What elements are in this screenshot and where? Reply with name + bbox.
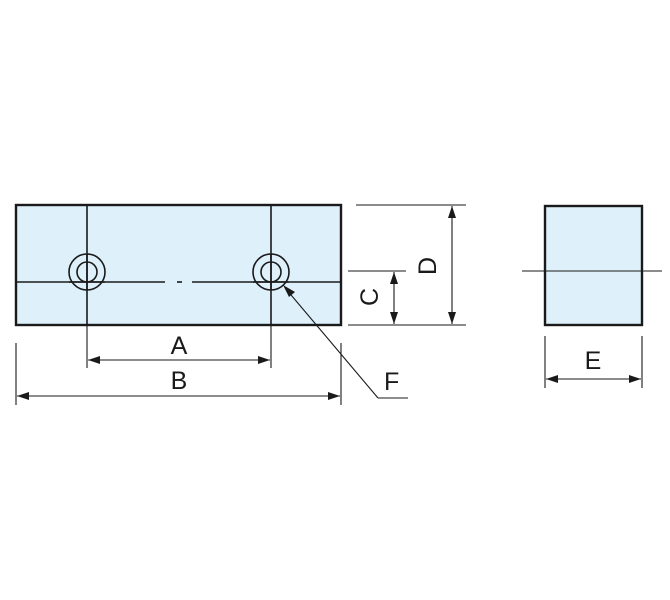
dimension-b: B <box>15 343 342 405</box>
front-view-body <box>14 203 343 327</box>
left-hole <box>68 253 106 291</box>
label-a: A <box>171 332 188 360</box>
label-b: B <box>171 367 188 395</box>
dimension-a: A <box>86 325 272 368</box>
side-view <box>522 204 662 327</box>
dimension-c: C <box>348 270 466 326</box>
label-c: C <box>356 288 384 306</box>
label-d: D <box>414 257 442 275</box>
label-e: E <box>585 347 602 375</box>
front-view <box>14 203 343 327</box>
right-hole <box>252 253 290 291</box>
dimension-e: E <box>544 336 643 388</box>
side-view-body <box>543 204 644 327</box>
label-f: F <box>384 368 399 396</box>
leader-f: F <box>283 285 408 399</box>
dimension-d: D <box>356 204 466 324</box>
